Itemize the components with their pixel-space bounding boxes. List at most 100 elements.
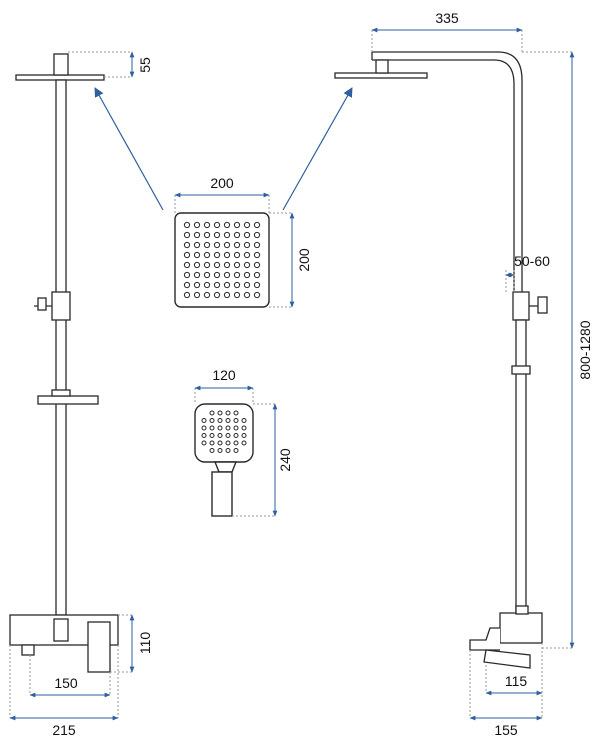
dim-mixer-inner-width: 150 (54, 675, 78, 691)
rain-head-nozzle (243, 221, 251, 229)
rain-head-nozzle (253, 281, 261, 289)
rain-head-nozzle (193, 231, 201, 239)
front-rain-head (15, 74, 105, 81)
rain-head-nozzle (213, 261, 221, 269)
hand-shower-nozzle (209, 440, 215, 446)
hand-shower-nozzle (217, 418, 223, 423)
arrow-to-side-head (282, 87, 353, 211)
rain-head-nozzle (203, 221, 211, 229)
hand-shower-nozzle (209, 448, 215, 453)
dim-side-arm-length: 335 (435, 10, 459, 26)
hand-shower-nozzle (233, 433, 239, 438)
rain-head-nozzle (213, 291, 221, 299)
rain-head-nozzle (243, 281, 251, 289)
hand-shower-nozzle (233, 425, 239, 431)
rain-head-nozzle (193, 271, 201, 279)
dim-mixer-height: 110 (137, 632, 153, 655)
rain-head-nozzle (223, 221, 231, 229)
rain-head-nozzle (223, 241, 231, 249)
front-slider-knob (37, 297, 47, 311)
rain-head-nozzle (233, 261, 241, 269)
hand-shower-nozzle (233, 418, 239, 423)
hand-shower-nozzle (225, 410, 231, 416)
rain-head-nozzle (253, 221, 261, 229)
rain-head-nozzle (213, 271, 221, 279)
rain-head-nozzle (203, 261, 211, 269)
hand-shower-nozzle (201, 440, 207, 446)
rain-head-nozzle (223, 281, 231, 289)
hand-shower-nozzle (225, 418, 231, 423)
dim-side-total-depth: 155 (494, 722, 518, 738)
rain-head-nozzle (243, 241, 251, 249)
hand-shower-view (194, 403, 254, 517)
hand-shower-nozzle (233, 410, 239, 416)
rain-head-nozzle (193, 241, 201, 249)
side-mixer-lever (483, 649, 531, 669)
dimension-lines (9, 27, 575, 721)
rain-head-nozzle (213, 221, 221, 229)
dim-hand-length: 240 (277, 448, 293, 472)
rain-head-nozzle-grid-icon (183, 221, 261, 299)
rain-head-nozzle (203, 251, 211, 259)
dim-mixer-total-width: 215 (52, 722, 76, 738)
side-view (334, 51, 548, 669)
dim-wall-gap: 50-60 (514, 253, 550, 269)
rain-head-nozzle (253, 251, 261, 259)
front-slider (51, 291, 71, 321)
rain-head-nozzle (233, 251, 241, 259)
dim-head-width: 200 (210, 175, 234, 191)
hand-shower-nozzle (241, 433, 247, 438)
hand-shower-nozzle (201, 418, 207, 423)
hand-shower-nozzle (225, 448, 231, 453)
rain-head-nozzle (233, 231, 241, 239)
hand-shower-nozzle (233, 440, 239, 446)
rain-head-nozzle (183, 261, 191, 269)
dim-front-head-height: 55 (137, 57, 153, 73)
front-riser-pipe (55, 79, 67, 616)
rain-head-nozzle (223, 291, 231, 299)
front-shelf (37, 395, 99, 405)
rain-head-nozzle (233, 281, 241, 289)
dimension-labels: 55 335 200 200 50-60 800-1280 120 240 11… (52, 10, 593, 738)
rain-head-nozzle (193, 261, 201, 269)
rain-head-nozzle (253, 291, 261, 299)
hand-shower-nozzle (209, 410, 215, 416)
rain-head-top-view (174, 212, 270, 308)
front-mixer-lever (87, 621, 111, 673)
rain-head-nozzle (233, 241, 241, 249)
rain-head-nozzle (243, 231, 251, 239)
hand-shower-nozzle (233, 448, 239, 453)
rain-head-nozzle (183, 251, 191, 259)
rain-head-nozzle (193, 281, 201, 289)
rain-head-nozzle (213, 251, 221, 259)
hand-shower-nozzle (225, 433, 231, 438)
rain-head-nozzle (183, 231, 191, 239)
side-slider-knob (537, 296, 548, 314)
hand-shower-nozzle (225, 440, 231, 446)
rain-head-nozzle (253, 231, 261, 239)
hand-shower-nozzle (241, 425, 247, 431)
rain-head-nozzle (203, 281, 211, 289)
front-head-connector (53, 53, 69, 76)
rain-head-nozzle (203, 241, 211, 249)
rain-head-nozzle (223, 251, 231, 259)
rain-head-nozzle (213, 231, 221, 239)
front-spout (21, 644, 35, 656)
rain-head-nozzle (223, 261, 231, 269)
dim-hand-width: 120 (212, 367, 236, 383)
hand-shower-nozzle (201, 425, 207, 431)
rain-head-nozzle (223, 271, 231, 279)
rain-head-nozzle (193, 251, 201, 259)
rain-head-nozzle (183, 271, 191, 279)
side-riser-pipe (515, 319, 527, 614)
rain-head-nozzle (183, 221, 191, 229)
hand-shower-nozzle (217, 433, 223, 438)
rain-head-nozzle (243, 291, 251, 299)
rain-head-nozzle (203, 291, 211, 299)
hand-shower-nozzle (217, 448, 223, 453)
side-rain-head (334, 72, 428, 79)
hand-shower-nozzle (241, 418, 247, 423)
hand-shower-nozzle (217, 425, 223, 431)
rain-head-nozzle (183, 291, 191, 299)
